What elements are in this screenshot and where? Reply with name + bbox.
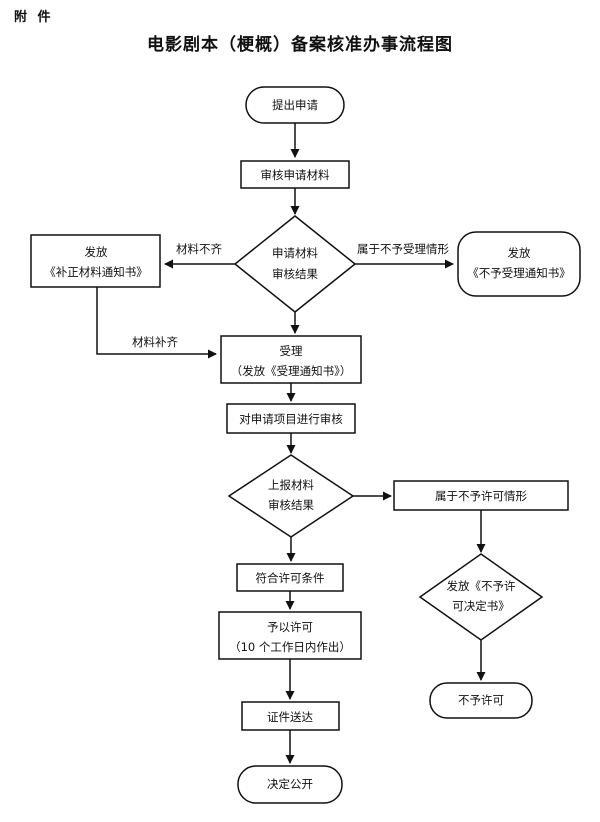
edge-label-reject-accept: 属于不予受理情形 xyxy=(357,242,449,256)
deny-end-node: 不予许可 xyxy=(429,682,533,719)
start-label: 提出申请 xyxy=(272,98,318,112)
decision2-line2: 审核结果 xyxy=(268,498,314,512)
grant-line1: 予以许可 xyxy=(267,620,313,634)
accept-line2: （发放《受理通知书》） xyxy=(231,364,352,378)
page-title: 电影剧本（梗概）备案核准办事流程图 xyxy=(147,35,453,55)
meets-conditions-label: 符合许可条件 xyxy=(256,571,325,585)
decision3-line1: 发放《不予许 xyxy=(447,579,516,593)
decision3-line2: 可决定书》 xyxy=(452,599,510,613)
edge-supplemented-to-accept xyxy=(96,287,217,359)
meets-conditions-node: 符合许可条件 xyxy=(236,563,344,592)
deny-case-label: 属于不予许可情形 xyxy=(435,489,527,503)
non-acceptance-notice-node: 发放 《不予受理通知书》 xyxy=(457,231,581,297)
deny-case-node: 属于不予许可情形 xyxy=(393,480,569,511)
edge-label-incomplete: 材料不齐 xyxy=(176,242,222,256)
decision-report-result: 上报材料 审核结果 xyxy=(227,454,355,538)
review-project-label: 对申请项目进行审核 xyxy=(239,412,343,426)
accept-line1: 受理 xyxy=(280,344,303,358)
decision1-line1: 申请材料 xyxy=(272,246,318,260)
supplement-line1: 发放 xyxy=(85,245,108,259)
grant-line2: （10 个工作日内作出） xyxy=(229,640,351,654)
deliver-node: 证件送达 xyxy=(241,701,340,731)
denial-decision-diamond: 发放《不予许 可决定书》 xyxy=(418,553,544,641)
review-materials-node: 审核申请材料 xyxy=(240,160,350,189)
start-node: 提出申请 xyxy=(245,86,345,124)
decision-materials-result: 申请材料 审核结果 xyxy=(233,215,357,313)
supplement-line2: 《补正材料通知书》 xyxy=(44,265,148,279)
deliver-label: 证件送达 xyxy=(267,710,313,724)
end-label: 决定公开 xyxy=(267,777,313,791)
review-materials-label: 审核申请材料 xyxy=(261,168,330,182)
deny-end-label: 不予许可 xyxy=(458,693,504,707)
decision2-line1: 上报材料 xyxy=(268,478,314,492)
accept-node: 受理 （发放《受理通知书》） xyxy=(220,335,362,384)
end-node: 决定公开 xyxy=(237,765,343,804)
supplement-notice-node: 发放 《补正材料通知书》 xyxy=(30,234,161,288)
annex-label: 附 件 xyxy=(14,10,54,25)
non-acceptance-line2: 《不予受理通知书》 xyxy=(467,266,571,280)
grant-node: 予以许可 （10 个工作日内作出） xyxy=(218,611,362,660)
non-acceptance-line1: 发放 xyxy=(508,246,531,260)
review-project-node: 对申请项目进行审核 xyxy=(226,403,356,434)
decision1-line2: 审核结果 xyxy=(272,267,318,281)
edge-label-supplemented: 材料补齐 xyxy=(132,335,178,349)
